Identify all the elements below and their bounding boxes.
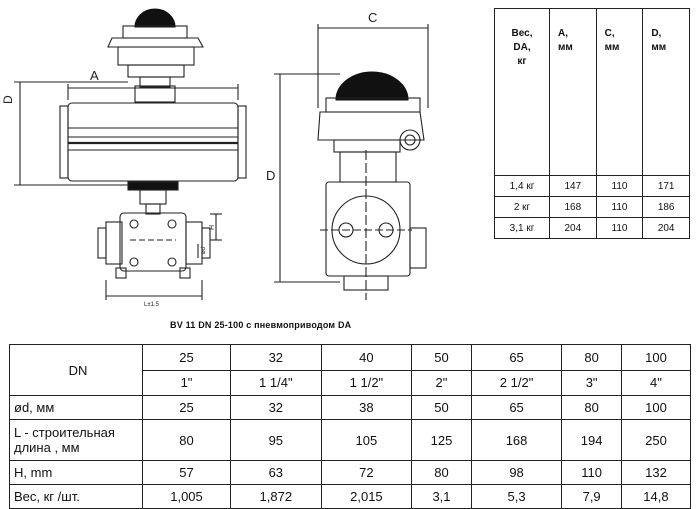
header-line: мм xyxy=(604,42,620,53)
side-dim-c: C xyxy=(368,10,377,25)
table-row: 3,1 кг 204 110 204 xyxy=(494,217,690,239)
table-row-inch: 1" 1 1/4" 1 1/2" 2" 2 1/2" 3" 4" xyxy=(10,369,692,396)
table-cell: 1,005 xyxy=(141,484,232,509)
row-label: ød, мм xyxy=(9,395,143,420)
table-cell: 57 xyxy=(141,460,232,485)
table-cell: 32 xyxy=(230,395,322,420)
table-cell: 72 xyxy=(320,460,413,485)
inch-value: 1" xyxy=(141,369,232,396)
inch-value: 1 1/4" xyxy=(230,369,322,396)
header-line: D, xyxy=(651,28,662,39)
table-cell: 80 xyxy=(411,460,472,485)
table-cell: 2 кг xyxy=(494,196,550,218)
table-cell: 168 xyxy=(549,196,597,218)
row-label: H, mm xyxy=(9,460,143,485)
table-cell: 14,8 xyxy=(620,484,692,509)
table-cell: 168 xyxy=(470,419,563,461)
inch-value: 2" xyxy=(411,369,472,396)
front-view xyxy=(14,8,247,300)
front-dim-d: D xyxy=(1,95,15,104)
table-cell: 5,3 xyxy=(470,484,563,509)
front-dim-a: A xyxy=(90,68,99,83)
table-row: L - строительная длина , мм 80 95 105 12… xyxy=(9,419,692,461)
drawing-caption: BV 11 DN 25-100 с пневмоприводом DA xyxy=(170,320,352,330)
table-cell: 110 xyxy=(595,175,644,197)
table-cell: 2,015 xyxy=(320,484,413,509)
front-dim-h: H xyxy=(209,225,216,230)
weight-table-header: Вес, DA, кг A, мм C, мм D, мм xyxy=(494,8,690,176)
header-line: DA, xyxy=(513,42,531,53)
table-cell: 171 xyxy=(642,175,690,197)
table-cell: 250 xyxy=(620,419,692,461)
table-cell: 98 xyxy=(470,460,563,485)
side-view xyxy=(274,24,429,300)
inch-value: 3" xyxy=(561,369,622,396)
table-cell: 125 xyxy=(411,419,472,461)
table-cell: 80 xyxy=(141,419,232,461)
table-row-dn: DN 25 32 40 50 65 80 100 xyxy=(9,344,692,396)
table-cell: 7,9 xyxy=(561,484,622,509)
table-cell: 147 xyxy=(549,175,597,197)
table-cell: 1,872 xyxy=(230,484,322,509)
table-cell: 25 xyxy=(141,395,232,420)
inch-value: 1 1/2" xyxy=(320,369,413,396)
inch-value: 2 1/2" xyxy=(470,369,563,396)
actuator-weight-table: Вес, DA, кг A, мм C, мм D, мм 1,4 кг 147… xyxy=(494,8,690,239)
header-line: кг xyxy=(517,56,527,67)
header-cell-a: A, мм xyxy=(549,8,597,176)
table-cell: 100 xyxy=(620,395,692,420)
table-cell: 204 xyxy=(549,217,597,239)
table-row: Вес, кг /шт. 1,005 1,872 2,015 3,1 5,3 7… xyxy=(9,484,692,509)
header-line: мм xyxy=(558,42,573,53)
row-label: Вес, кг /шт. xyxy=(9,484,143,509)
dn-value: 65 xyxy=(470,344,563,371)
table-cell: 50 xyxy=(411,395,472,420)
table-cell: 204 xyxy=(642,217,690,239)
dn-value: 25 xyxy=(141,344,232,371)
dn-value: 40 xyxy=(320,344,413,371)
dn-header-label: DN xyxy=(9,344,143,396)
header-line: Вес, xyxy=(511,28,533,39)
table-cell: 194 xyxy=(561,419,622,461)
table-row: ød, мм 25 32 38 50 65 80 100 xyxy=(9,395,692,420)
header-cell-weight: Вес, DA, кг xyxy=(494,8,550,176)
table-cell: 3,1 xyxy=(411,484,472,509)
front-dim-od: ød xyxy=(201,247,207,254)
side-dim-d: D xyxy=(266,168,275,183)
table-cell: 110 xyxy=(595,196,644,218)
table-cell: 63 xyxy=(230,460,322,485)
table-row: 1,4 кг 147 110 171 xyxy=(494,175,690,197)
front-dim-l: L±1.5 xyxy=(144,302,160,308)
valve-dimensions-table: DN 25 32 40 50 65 80 100 1" 1 1/4" 1 1/2… xyxy=(9,344,692,509)
header-line: A, xyxy=(558,28,568,39)
table-cell: 110 xyxy=(561,460,622,485)
inch-value: 4" xyxy=(620,369,692,396)
header-line: мм xyxy=(651,42,667,53)
table-cell: 186 xyxy=(642,196,690,218)
dn-value: 100 xyxy=(620,344,692,371)
header-cell-d: D, мм xyxy=(642,8,690,176)
dn-value: 80 xyxy=(561,344,622,371)
header-line: C, xyxy=(604,28,615,39)
table-cell: 80 xyxy=(561,395,622,420)
dn-value: 50 xyxy=(411,344,472,371)
table-cell: 110 xyxy=(595,217,644,239)
table-cell: 95 xyxy=(230,419,322,461)
header-cell-c: C, мм xyxy=(595,8,644,176)
row-label: L - строительная длина , мм xyxy=(9,419,143,461)
table-cell: 3,1 кг xyxy=(494,217,550,239)
dn-value: 32 xyxy=(230,344,322,371)
table-cell: 38 xyxy=(320,395,413,420)
table-cell: 105 xyxy=(320,419,413,461)
table-cell: 132 xyxy=(620,460,692,485)
technical-drawing: A D H ød L±1.5 C D xyxy=(1,8,429,308)
table-row: 2 кг 168 110 186 xyxy=(494,196,690,218)
table-cell: 65 xyxy=(470,395,563,420)
table-cell: 1,4 кг xyxy=(494,175,550,197)
table-row: H, mm 57 63 72 80 98 110 132 xyxy=(9,460,692,485)
